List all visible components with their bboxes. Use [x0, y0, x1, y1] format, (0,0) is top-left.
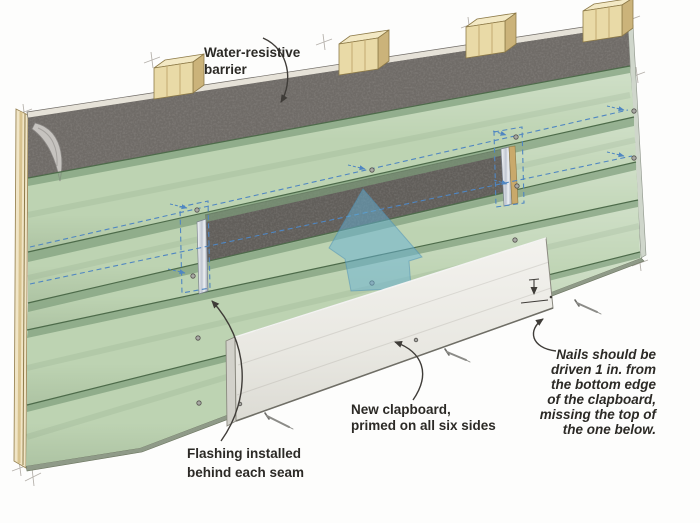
nail-head — [369, 167, 375, 173]
new-clapboard-end-face — [225, 336, 237, 427]
nail-head — [513, 134, 519, 140]
label-line: the one below. — [562, 422, 656, 437]
annotation-arrow-barrier — [262, 37, 289, 103]
nail-head — [631, 108, 637, 114]
label-line: Nails should be — [556, 347, 656, 362]
nail-head — [194, 207, 200, 213]
nail-pointer-arrow — [606, 151, 625, 158]
label-line: primed on all six sides — [351, 418, 496, 433]
label-line: behind each seam — [187, 465, 305, 480]
new-clapboard-label: New clapboard, primed on all six sides — [351, 402, 496, 434]
flashing-left — [196, 218, 209, 295]
stud-blocks — [153, 0, 634, 100]
registration-tick — [315, 33, 333, 51]
registration-tick — [143, 51, 161, 69]
stud-block — [153, 53, 205, 100]
stud-block — [338, 29, 390, 76]
flashing-guide-rect-right — [493, 126, 525, 208]
water-resistive-barrier-label: Water-resistive barrier — [204, 44, 300, 78]
label-line: barrier — [204, 62, 247, 77]
nail-pointer-arrow — [493, 179, 508, 185]
annotation-arrow-flashing — [211, 300, 243, 442]
stud-block — [465, 12, 517, 59]
flashing-right — [500, 145, 519, 207]
label-line: Water-resistive — [204, 45, 301, 60]
nail-head — [195, 335, 201, 341]
annotation-arrow-new-clapboard — [394, 341, 424, 401]
label-line: New clapboard, — [351, 402, 451, 417]
label-line: driven 1 in. from — [550, 362, 656, 377]
loose-nail — [264, 412, 294, 430]
label-line: of the clapboard, — [547, 392, 656, 407]
nail-pointer-arrow — [169, 203, 188, 210]
slide-up-arrow — [328, 188, 423, 292]
seam-wood-edge — [508, 145, 519, 205]
label-line: Flashing installed — [187, 446, 302, 461]
nail-head — [196, 400, 202, 406]
nail-pointer-arrow — [606, 105, 625, 112]
nail-pointer-arrow — [347, 164, 366, 171]
nail-pointer-arrow — [492, 130, 507, 136]
wall-left-edge — [13, 108, 29, 469]
stud-block — [582, 0, 634, 43]
label-line: the bottom edge — [551, 377, 656, 392]
flashing-label: Flashing installed behind each seam — [187, 444, 304, 482]
nail-head — [512, 237, 518, 243]
registration-tick — [24, 467, 42, 487]
loose-nails — [264, 299, 602, 430]
annotation-arrow-nails-note — [532, 318, 557, 352]
nail-head — [631, 155, 637, 161]
barrier-corner-curl — [31, 122, 63, 182]
nail-pointer-arrow — [167, 268, 186, 275]
one-inch-dimension-marker — [520, 278, 553, 304]
new-clapboard — [225, 237, 554, 427]
nail-head — [413, 337, 419, 343]
annotation-arrows — [211, 37, 557, 442]
nails-note-label: Nails should be driven 1 in. from the bo… — [520, 347, 656, 437]
nail-head — [514, 183, 520, 189]
loose-nail — [444, 348, 471, 363]
nail-head — [190, 273, 196, 279]
flashing-guide-rect-left — [179, 200, 211, 294]
label-line: missing the top of — [539, 407, 656, 422]
nail-line-guide-lower — [29, 155, 633, 285]
nail-line-guides — [29, 105, 633, 294]
loose-nail — [574, 299, 602, 315]
nail-line-guide-upper — [29, 109, 629, 248]
